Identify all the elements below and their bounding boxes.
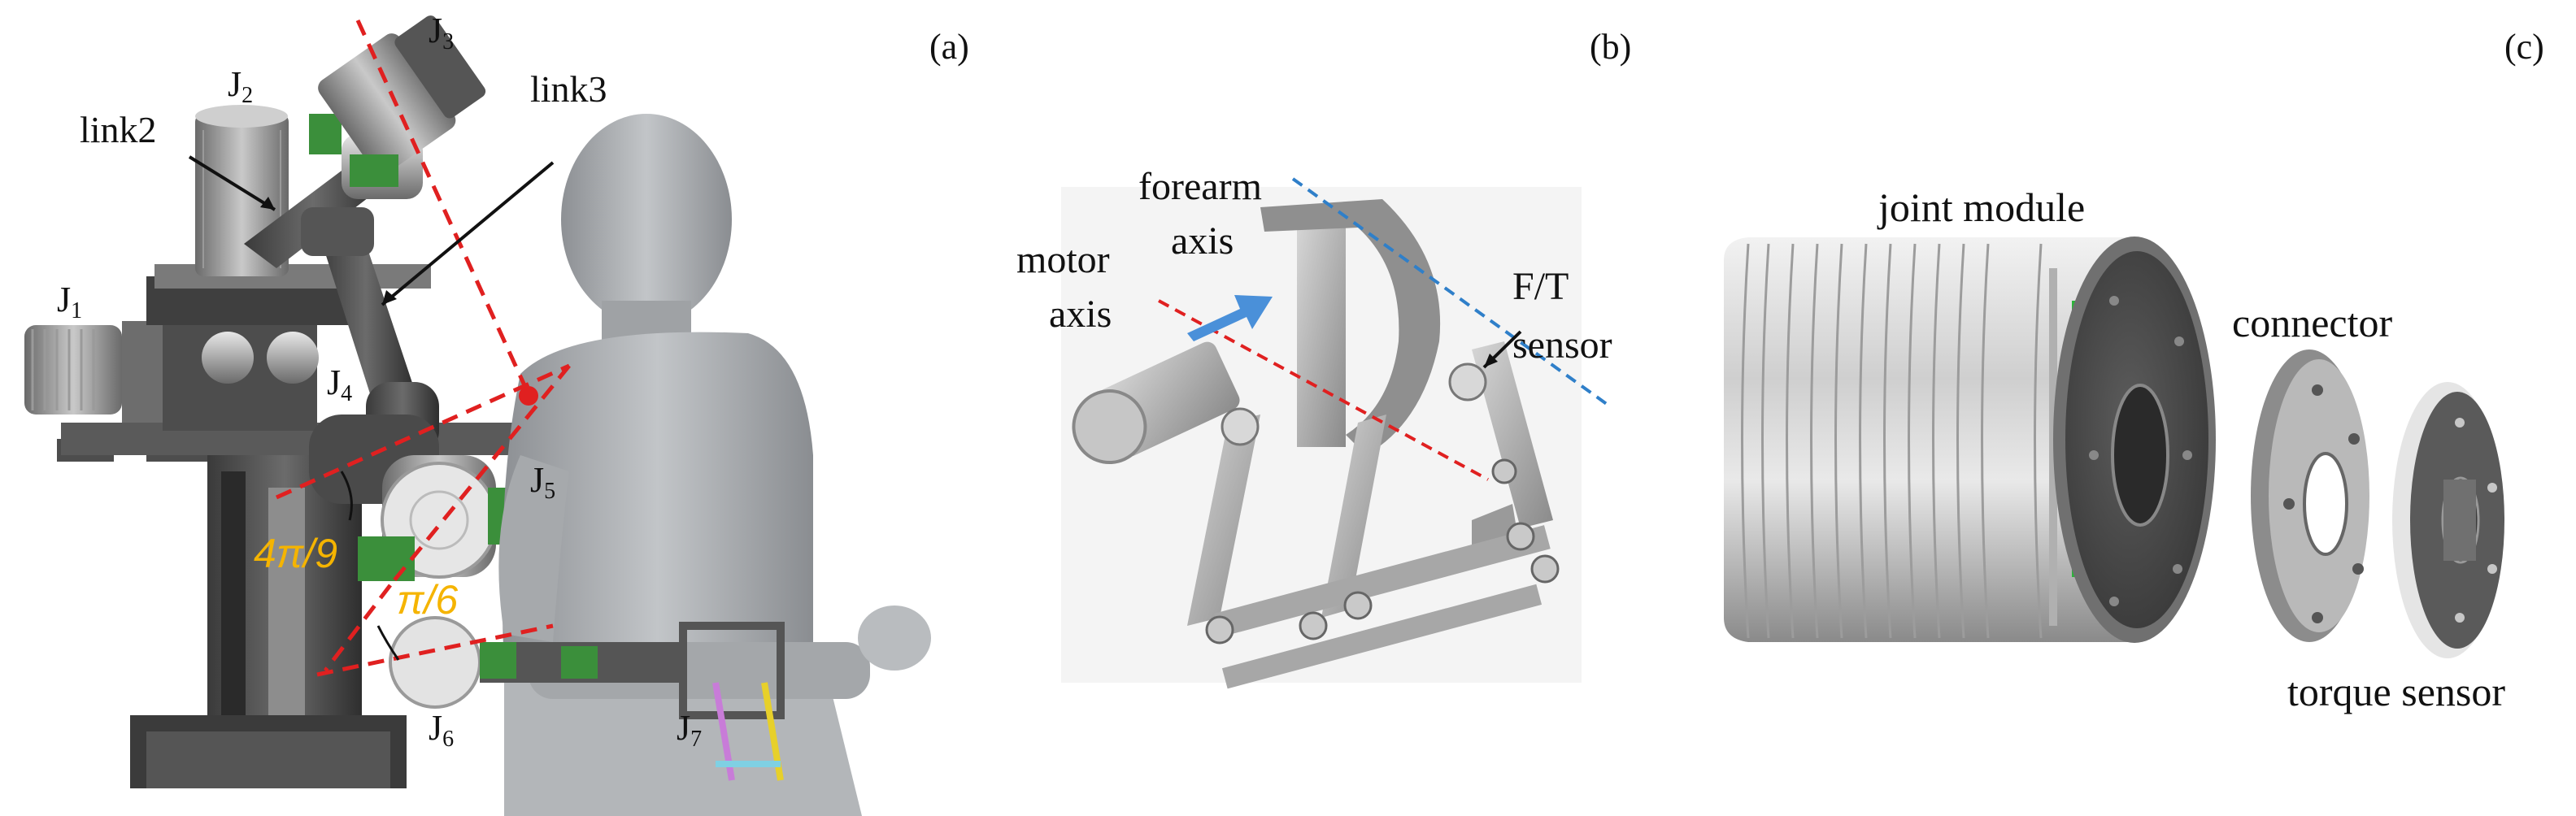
panel-b-illustration: (b) forearm axis motor axis F/T sensor bbox=[1016, 27, 1631, 689]
label-forearm-axis-1: forearm bbox=[1138, 165, 1262, 208]
label-connector: connector bbox=[2232, 300, 2392, 345]
angle-arc-1 bbox=[340, 471, 353, 521]
link3-leader bbox=[381, 161, 555, 306]
label-motor-axis-2: axis bbox=[1049, 293, 1112, 336]
label-j3: J3 bbox=[429, 11, 454, 54]
angle-arcs bbox=[340, 471, 400, 661]
panel-c-illustration: (c) joint module connector torque sensor bbox=[1724, 27, 2544, 714]
leader-lines bbox=[188, 155, 555, 306]
shoulder-center-dot bbox=[519, 386, 538, 406]
link2-leader bbox=[188, 155, 276, 211]
panel-a-tag: (a) bbox=[929, 27, 969, 67]
angle-label-1: 4π/9 bbox=[254, 531, 337, 576]
robot-base bbox=[57, 423, 516, 788]
label-j6: J6 bbox=[429, 708, 454, 752]
axis-j5-upper bbox=[275, 363, 571, 500]
axis-j6-upper bbox=[324, 584, 392, 672]
label-j4: J4 bbox=[327, 362, 352, 406]
j3-module bbox=[318, 15, 486, 187]
label-link2: link2 bbox=[80, 109, 157, 150]
connector-ring bbox=[2251, 349, 2369, 642]
panel-c: (c) joint module connector torque sensor bbox=[1691, 0, 2576, 816]
forearm-mechanism bbox=[1072, 199, 1560, 689]
panel-b-tag: (b) bbox=[1590, 27, 1631, 67]
angle-label-2: π/6 bbox=[397, 577, 458, 623]
panel-a: (a) J1 J2 J3 J4 J5 J6 J7 link2 link3 4π/… bbox=[0, 0, 1016, 816]
axis-j5-lower bbox=[389, 364, 571, 587]
link3-body bbox=[301, 207, 415, 406]
panel-c-tag: (c) bbox=[2504, 27, 2544, 67]
panel-a-illustration: (a) J1 J2 J3 J4 J5 J6 J7 link2 link3 4π/… bbox=[24, 11, 969, 816]
forearm-exo bbox=[389, 616, 785, 781]
label-link3: link3 bbox=[530, 68, 607, 110]
label-forearm-axis-2: axis bbox=[1171, 219, 1234, 263]
label-ft-sensor-2: sensor bbox=[1512, 323, 1612, 367]
label-j7: J7 bbox=[677, 708, 702, 752]
label-joint-module: joint module bbox=[1877, 184, 2085, 230]
motor-axis-arrow bbox=[1187, 295, 1273, 341]
joint-axes bbox=[275, 19, 571, 677]
human-dummy bbox=[498, 114, 931, 816]
label-j2: J2 bbox=[228, 64, 253, 108]
axis-j6-lower bbox=[316, 623, 554, 677]
angle-arc-2 bbox=[376, 625, 400, 661]
label-motor-axis-1: motor bbox=[1016, 238, 1110, 281]
panel-b: (b) forearm axis motor axis F/T sensor bbox=[1016, 0, 1691, 816]
shoulder-assembly bbox=[24, 264, 431, 431]
torque-sensor-disc bbox=[2392, 382, 2504, 658]
label-j1: J1 bbox=[57, 280, 82, 323]
forearm-axis-line bbox=[1291, 177, 1612, 408]
label-ft-sensor-1: F/T bbox=[1512, 265, 1569, 308]
label-torque-sensor: torque sensor bbox=[2287, 669, 2505, 714]
axis-j3 bbox=[355, 19, 531, 396]
label-j5: J5 bbox=[530, 460, 555, 504]
joint-module-body bbox=[1724, 237, 2216, 643]
